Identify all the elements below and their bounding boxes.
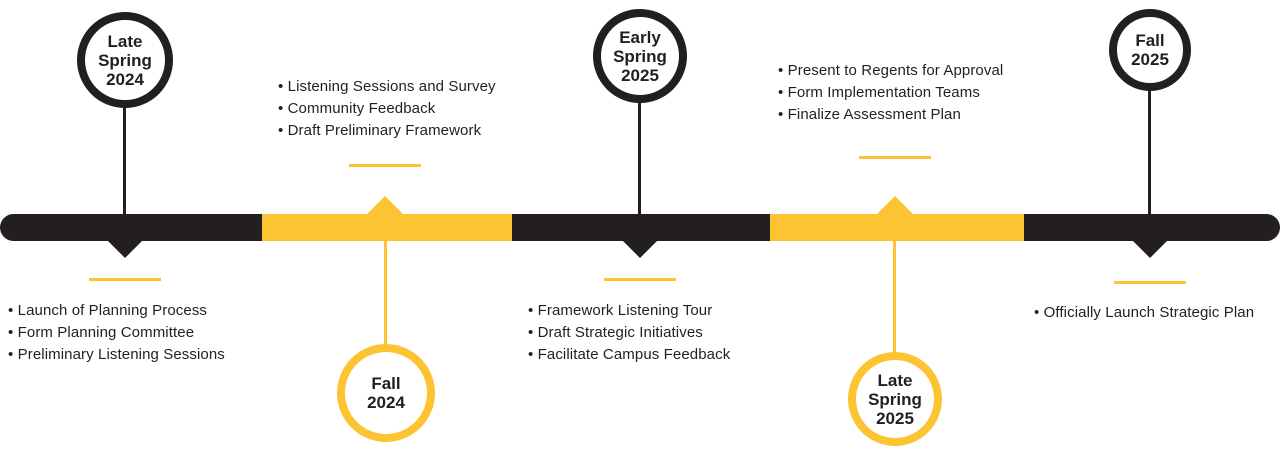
event-list-early-spring-2025: Framework Listening Tour Draft Strategic…	[528, 300, 798, 366]
event-list-fall-2025: Officially Launch Strategic Plan	[1034, 302, 1280, 324]
timeline-bar-segment-4	[770, 214, 1024, 241]
list-item: Present to Regents for Approval	[778, 60, 1068, 81]
connector-line-fall-2025	[1148, 90, 1151, 216]
connector-line-late-spring-2024	[123, 106, 126, 216]
accent-divider	[604, 278, 676, 281]
milestone-label: Fall 2025	[1131, 31, 1169, 69]
list-item: Preliminary Listening Sessions	[8, 344, 278, 365]
milestone-circle-fall-2024: Fall 2024	[337, 344, 435, 442]
milestone-label: Late Spring 2025	[868, 370, 922, 428]
list-item: Facilitate Campus Feedback	[528, 344, 798, 365]
timeline-bar-segment-1	[0, 214, 262, 241]
list-item: Listening Sessions and Survey	[278, 76, 548, 97]
accent-divider	[859, 156, 931, 159]
accent-divider	[349, 164, 421, 167]
timeline-bar-segment-5	[1024, 214, 1280, 241]
arrow-up-icon	[366, 196, 404, 215]
arrow-down-icon	[621, 239, 659, 258]
event-list-late-spring-2024: Launch of Planning Process Form Planning…	[8, 300, 278, 366]
milestone-label: Early Spring 2025	[613, 27, 667, 85]
milestone-circle-late-spring-2024: Late Spring 2024	[77, 12, 173, 108]
list-item: Finalize Assessment Plan	[778, 104, 1068, 125]
list-item: Draft Strategic Initiatives	[528, 322, 798, 343]
arrow-down-icon	[106, 239, 144, 258]
milestone-circle-late-spring-2025: Late Spring 2025	[848, 352, 942, 446]
event-list-fall-2024: Listening Sessions and Survey Community …	[278, 76, 548, 142]
connector-line-fall-2024	[384, 238, 387, 346]
list-item: Draft Preliminary Framework	[278, 120, 548, 141]
milestone-circle-early-spring-2025: Early Spring 2025	[593, 9, 687, 103]
connector-line-early-spring-2025	[638, 100, 641, 216]
timeline-bar-segment-3	[512, 214, 770, 241]
accent-divider	[89, 278, 161, 281]
milestone-label: Late Spring 2024	[98, 31, 152, 89]
list-item: Framework Listening Tour	[528, 300, 798, 321]
connector-line-late-spring-2025	[893, 238, 896, 354]
milestone-label: Fall 2024	[367, 374, 405, 412]
list-item: Form Planning Committee	[8, 322, 278, 343]
list-item: Launch of Planning Process	[8, 300, 278, 321]
arrow-down-icon	[1131, 239, 1169, 258]
timeline-bar-segment-2	[262, 214, 512, 241]
event-list-late-spring-2025: Present to Regents for Approval Form Imp…	[778, 60, 1068, 126]
list-item: Form Implementation Teams	[778, 82, 1068, 103]
accent-divider	[1114, 281, 1186, 284]
list-item: Community Feedback	[278, 98, 548, 119]
milestone-circle-fall-2025: Fall 2025	[1109, 9, 1191, 91]
arrow-up-icon	[876, 196, 914, 215]
list-item: Officially Launch Strategic Plan	[1034, 302, 1280, 323]
